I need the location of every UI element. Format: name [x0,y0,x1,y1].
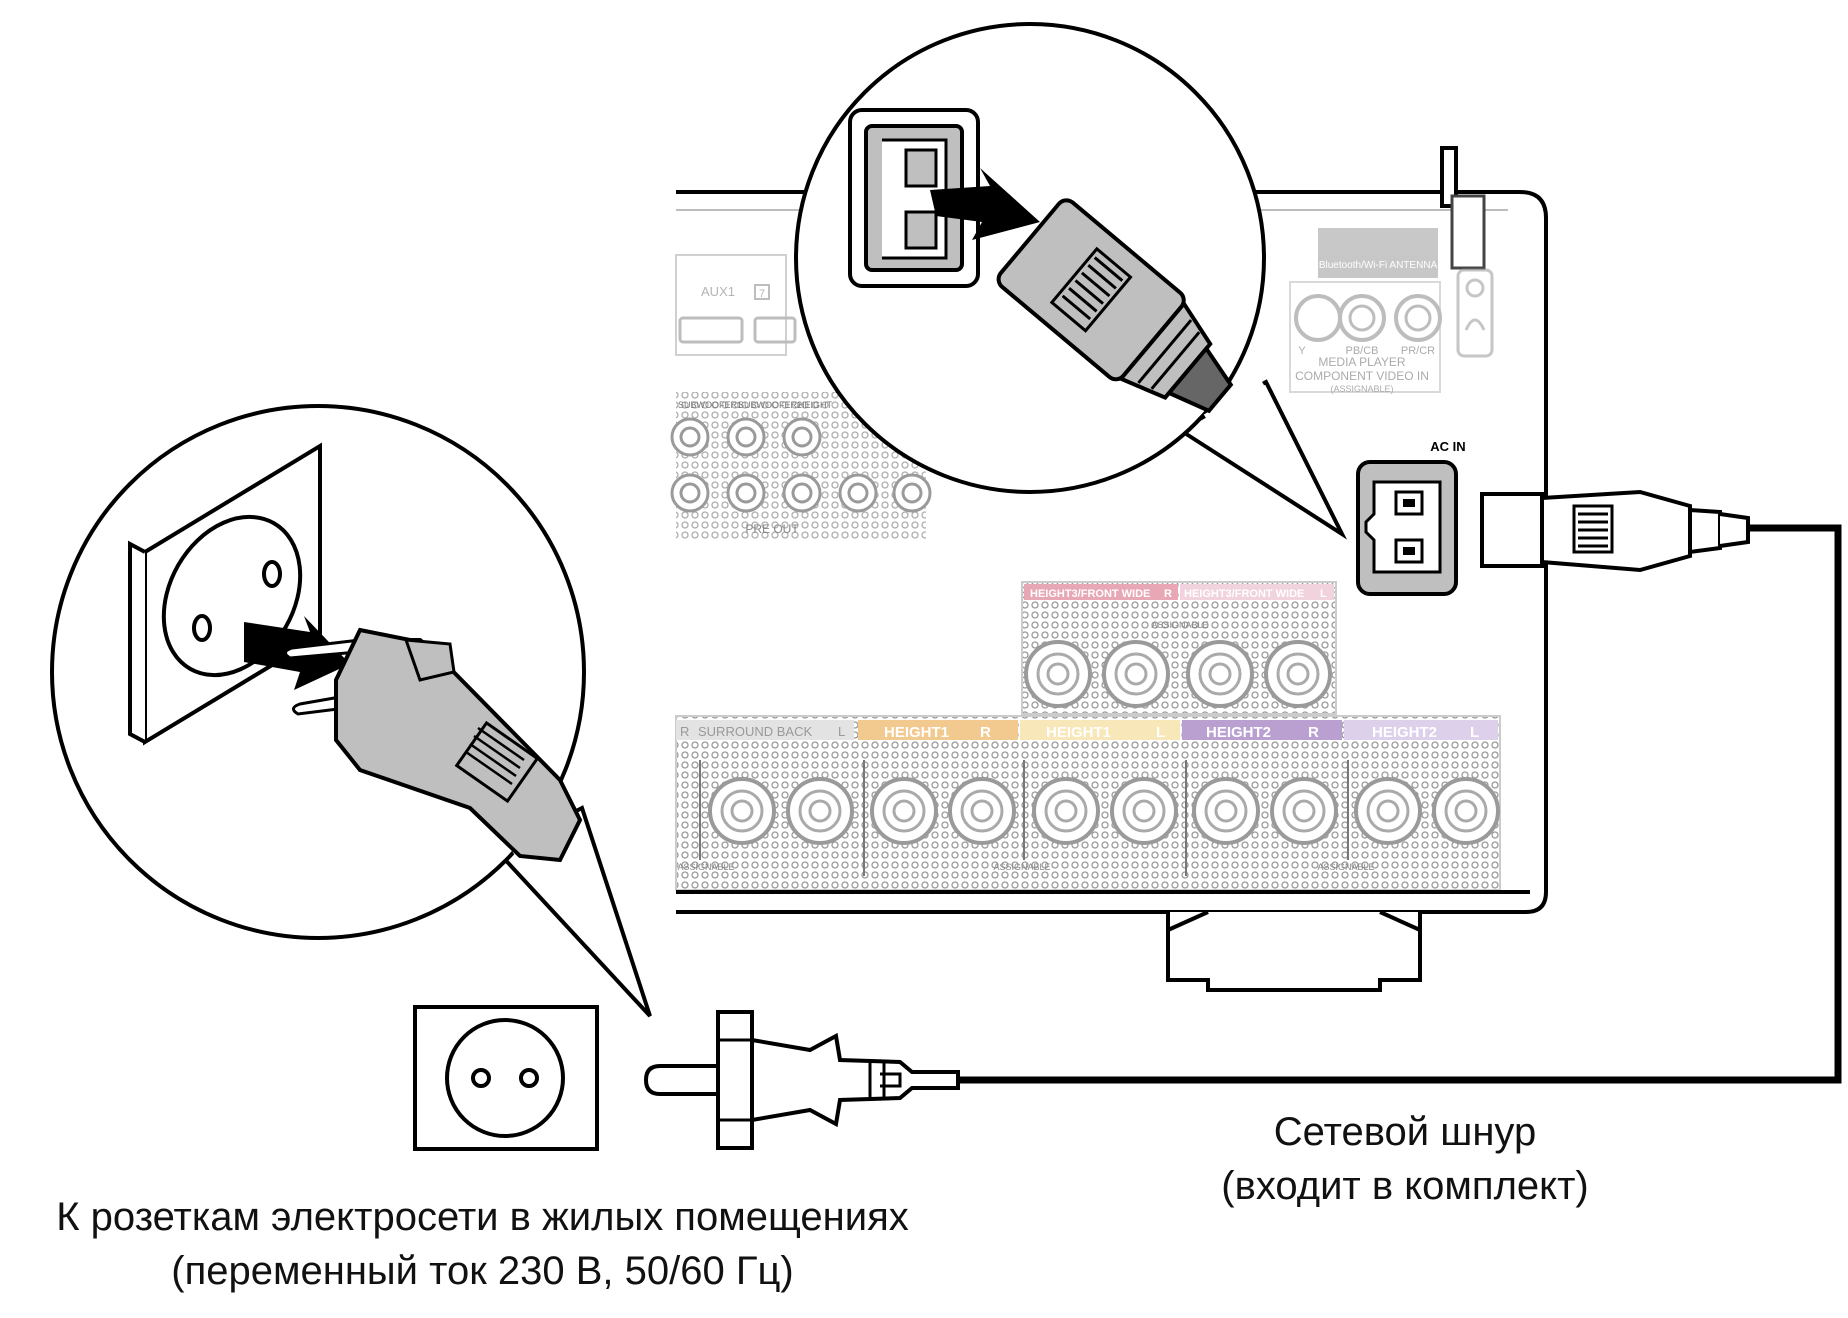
pre-out-header-1: SUBWOOFER1 [678,400,742,410]
lower-speaker-side-4: R [1308,724,1319,741]
iec-connector [1480,489,1750,573]
component-video-block: Bluetooth/Wi-Fi ANTENNA Y PB/CB PR/CR ME… [1289,228,1494,394]
upper-speaker-side-2: L [1320,588,1327,600]
power-cord-caption-line1: Сетевой шнур [1273,1110,1537,1154]
euro-plug [643,1010,960,1150]
upper-speaker-label-1: HEIGHT3/FRONT WIDE [1030,588,1150,600]
aux-label: AUX1 [701,284,735,299]
wall-outlet [413,1005,599,1151]
lower-label-2-bg [858,720,1018,740]
lower-speaker-label-5: HEIGHT2 [1372,724,1437,741]
upper-speaker-side-1: R [1164,588,1172,600]
ac-inlet-zoom-callout [794,22,1348,540]
pre-out-header-2: SUBWOOFER2 [738,400,802,410]
outlet-caption: К розеткам электросети в жилых помещения… [0,1190,965,1298]
lower-speaker-side-3: L [1156,724,1165,741]
upper-speaker-label-2: HEIGHT3/FRONT WIDE [1184,588,1304,600]
receiver-foot [1166,910,1422,992]
aux-number: 7 [759,288,765,300]
lower-label-5-bg [1344,720,1498,740]
lower-assignable-label-2: ASSIGNABLE [993,862,1050,872]
outlet-caption-line2: (переменный ток 230 В, 50/60 Гц) [171,1249,794,1293]
lower-speaker-label-1: SURROUND BACK [698,724,812,739]
power-cord-caption: Сетевой шнур (входит в комплект) [1170,1105,1640,1213]
lower-speaker-block: R SURROUND BACK L HEIGHT1 R HEIGHT1 L HE… [675,715,1501,891]
lower-speaker-side-2: R [980,724,991,741]
upper-label-1-bg [1024,584,1178,600]
lower-speaker-side-5: L [1470,724,1479,741]
ac-in-inlet: AC IN [1356,439,1466,596]
component-assignable-label: (ASSIGNABLE) [1330,384,1393,394]
pre-out-label: PRE OUT [745,522,799,536]
lower-label-1-bg [676,720,854,740]
wall-socket-zoom-callout [50,404,652,1018]
upper-assignable-label: ASSIGNABLE [1151,620,1208,630]
lower-assignable-label-1: ASSIGNABLE [677,862,734,872]
pre-out-header-3: HEIGHT [798,400,833,410]
lower-assignable-label-3: ASSIGNABLE [1317,862,1374,872]
insert-arrow-icon [930,168,1040,240]
upper-speaker-block: HEIGHT3/FRONT WIDE R HEIGHT3/FRONT WIDE … [1021,581,1337,715]
media-player-label: MEDIA PLAYER [1318,355,1405,369]
lower-speaker-label-2: HEIGHT1 [884,724,949,741]
surround-side-r: R [680,724,689,739]
lower-label-3-bg [1020,720,1180,740]
lower-label-4-bg [1182,720,1342,740]
antenna [1440,146,1486,270]
lower-speaker-label-4: HEIGHT2 [1206,724,1271,741]
antenna-label: Bluetooth/Wi-Fi ANTENNA [1319,260,1438,271]
power-cord [643,489,1842,1150]
lower-speaker-side-1: L [838,724,845,739]
hdmi-block: AUX1 7 [675,254,797,356]
power-cord-caption-line2: (входит в комплект) [1221,1164,1589,1208]
component-video-label: COMPONENT VIDEO IN [1295,369,1429,383]
ac-in-label: AC IN [1430,439,1465,454]
lower-speaker-label-3: HEIGHT1 [1046,724,1111,741]
component-label-pr: PR/CR [1401,345,1435,357]
component-label-pb: PB/CB [1345,345,1378,357]
component-label-y: Y [1298,345,1306,357]
outlet-caption-line1: К розеткам электросети в жилых помещения… [56,1195,909,1239]
upper-label-2-bg [1180,584,1334,600]
